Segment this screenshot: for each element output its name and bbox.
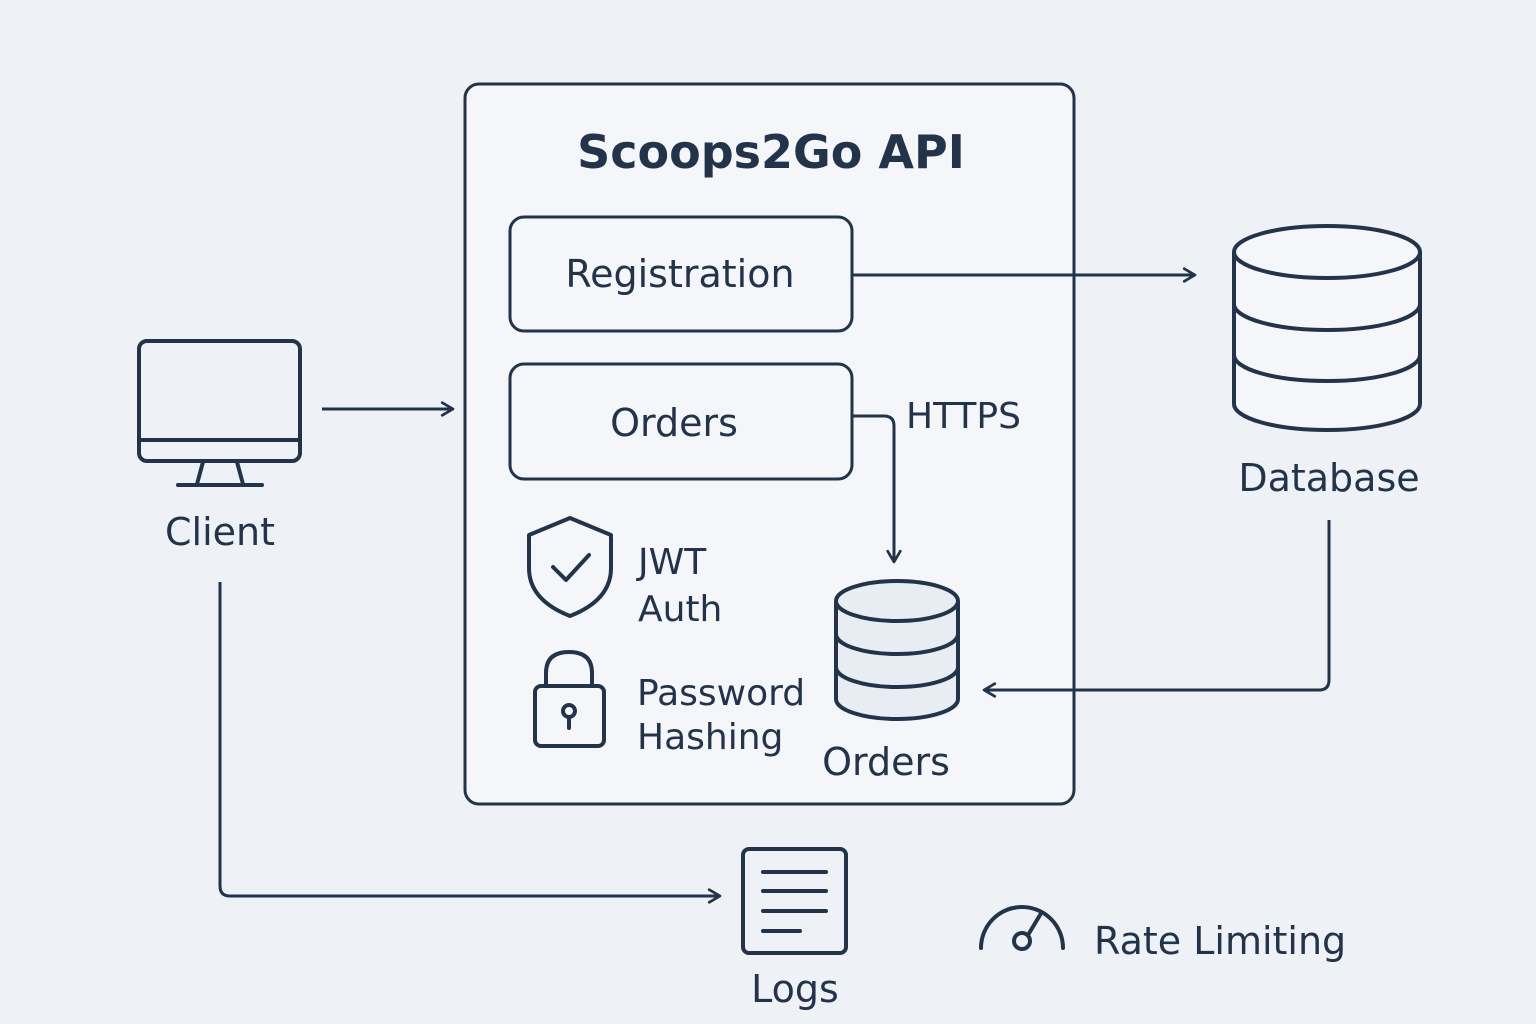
arrow-client-to-logs [218,582,722,904]
orders-box-label: Orders [610,401,738,445]
registration-label: Registration [565,252,794,296]
monitor-icon [137,339,302,487]
document-icon [741,847,848,955]
password-label-line1: Password [637,673,805,714]
api-title: Scoops2Go API [577,125,965,179]
logs-label: Logs [751,967,839,1011]
shield-check-icon [527,516,613,618]
database-icon [1232,224,1422,432]
client-label: Client [165,510,275,554]
jwt-label-line1: JWT [636,542,707,583]
orders-db-icon [834,579,960,721]
gauge-icon [979,905,1065,951]
arrow-database-to-orders-db [982,520,1331,698]
https-label: HTTPS [906,396,1021,437]
lock-icon [533,650,606,748]
database-label: Database [1238,456,1419,500]
password-label-line2: Hashing [637,717,783,758]
arrow-orders-to-orders-db [852,414,902,564]
rate-limiting-label: Rate Limiting [1094,919,1346,963]
jwt-label-line2: Auth [638,589,722,630]
orders-db-label: Orders [822,740,950,784]
orders-box [508,362,854,481]
